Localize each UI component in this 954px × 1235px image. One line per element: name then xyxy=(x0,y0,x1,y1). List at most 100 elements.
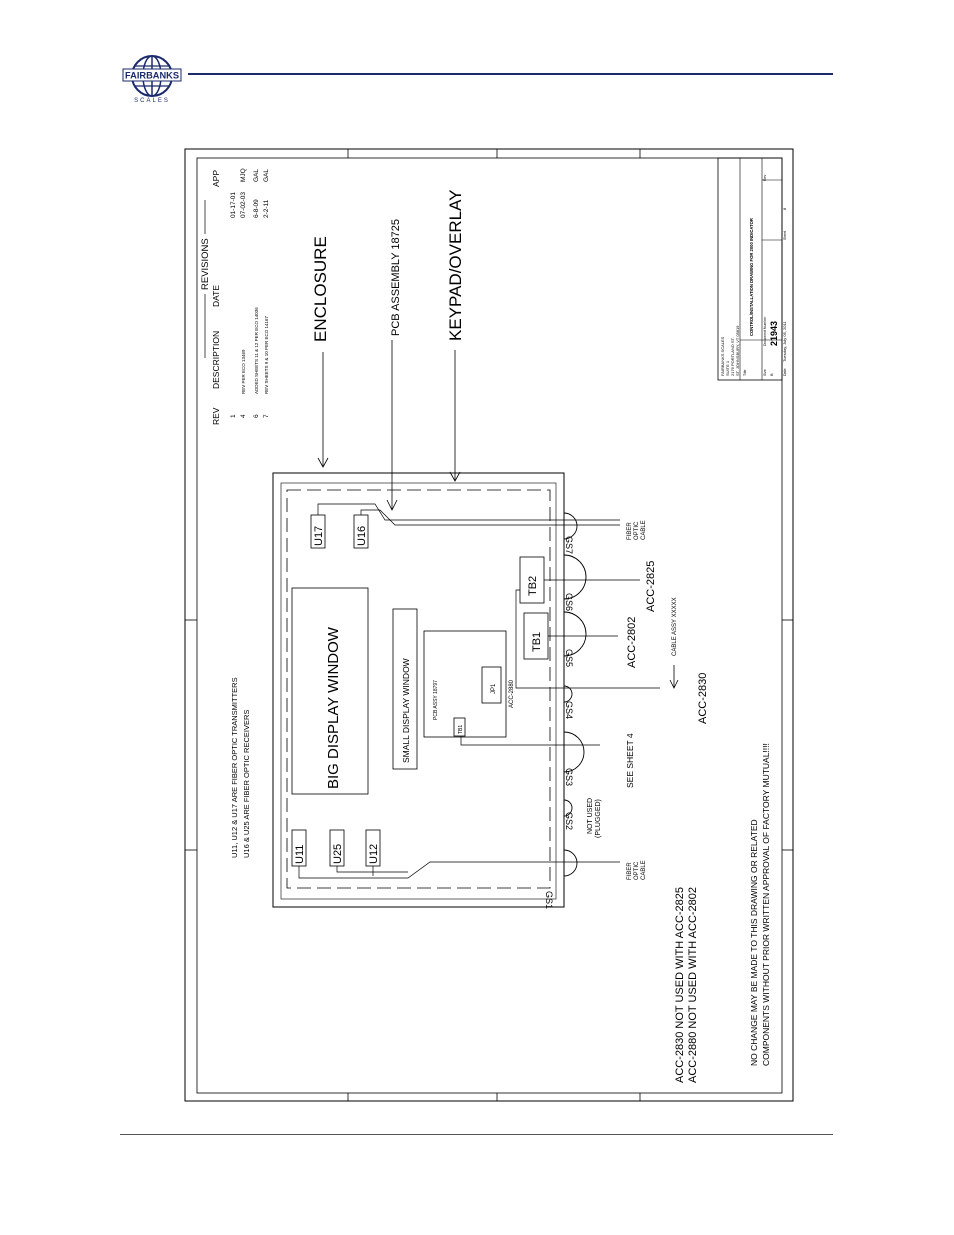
enclosure-outline xyxy=(272,472,565,908)
title-label: Title xyxy=(743,369,747,376)
svg-text:(PLUGGED): (PLUGGED) xyxy=(595,799,602,838)
rev-header: REV xyxy=(211,407,221,425)
app-header: APP xyxy=(211,170,221,187)
revisions-title: REVISIONS xyxy=(200,238,211,290)
sheet-label: Sheet xyxy=(783,231,787,240)
svg-text:GAL: GAL xyxy=(263,169,270,182)
u12-label: U12 xyxy=(368,844,380,864)
revision-row: 4 REV PER ECO 13469 07-02-03 MJQ xyxy=(240,168,247,418)
jp1-jumper xyxy=(481,666,502,704)
header-rule xyxy=(188,73,833,75)
revision-row: 1 01-17-01 xyxy=(230,192,237,418)
acc2880-label: ACC-2880 xyxy=(509,679,515,708)
svg-text:CABLE: CABLE xyxy=(641,520,647,540)
gs1-label: GS1 xyxy=(544,891,554,909)
fiber-optic-cable-label-bottom: FIBER OPTIC CABLE xyxy=(627,860,647,880)
company-line-3: 2176 PORTLAND ST. xyxy=(730,337,735,376)
small-display-window xyxy=(392,608,418,770)
not-used-plugged-label: NOT USED (PLUGGED) xyxy=(587,798,602,838)
cable-assy-label: CABLE ASSY XXXXX xyxy=(672,597,678,656)
size-value: B xyxy=(769,373,774,376)
u17-label: U17 xyxy=(313,526,325,546)
zone-ticks xyxy=(185,149,793,1101)
svg-text:1: 1 xyxy=(230,414,237,418)
date-header: DATE xyxy=(211,285,221,307)
company-line-4: ST. JOHNSBURY, VT 05819 xyxy=(735,325,740,376)
gs3-label: GS3 xyxy=(564,768,574,786)
company-line-1: FAIRBANKS SCALES xyxy=(720,336,725,376)
svg-text:FIBER: FIBER xyxy=(627,862,633,880)
acc2830-label: ACC-2830 xyxy=(697,673,709,724)
small-display-label: SMALL DISPLAY WINDOW xyxy=(401,658,411,763)
document-number: 21943 xyxy=(769,321,779,346)
gs6-label: GS6 xyxy=(564,593,574,611)
date-label: Date: xyxy=(783,368,787,376)
gs2-label: GS2 xyxy=(564,812,574,830)
u11-label: U11 xyxy=(294,845,306,864)
pcb-tb1-terminal xyxy=(453,717,466,737)
svg-text:FIBER: FIBER xyxy=(627,522,633,540)
revisions-block: REVISIONS REV DESCRIPTION DATE APP 1 01-… xyxy=(200,168,270,425)
drawing-outer-border xyxy=(184,148,794,1102)
svg-text:2-2-11: 2-2-11 xyxy=(263,199,270,218)
gs5-label: GS5 xyxy=(564,649,574,667)
tb1-label: TB1 xyxy=(531,632,543,652)
fiber-optic-cable-label-top: FIBER OPTIC CABLE xyxy=(627,520,647,540)
keypad-callout: KEYPAD/OVERLAY xyxy=(446,190,465,341)
no-change-note-2: COMPONENTS WITHOUT PRIOR WRITTEN APPROVA… xyxy=(761,743,771,1066)
date-value: Tuesday, July 05, 2011 xyxy=(782,321,787,362)
svg-text:NOT USED: NOT USED xyxy=(587,798,594,834)
callout-arrows xyxy=(317,340,461,511)
big-display-window xyxy=(291,587,369,795)
drawing-title: CONTROL/INSTALLATION DRAWING FOR 2000 IN… xyxy=(749,218,754,336)
gs4-label: GS4 xyxy=(564,701,574,719)
acc2825-label: ACC-2825 xyxy=(645,561,657,612)
logo-subtext: SCALES xyxy=(134,98,170,104)
pcb-tb1-label: TB1 xyxy=(458,725,464,734)
tb2-label: TB2 xyxy=(527,576,539,596)
svg-text:CABLE: CABLE xyxy=(641,860,647,880)
svg-text:OPTIC: OPTIC xyxy=(634,521,640,540)
acc2830-arrow xyxy=(669,665,679,689)
footer-rule xyxy=(120,1134,833,1135)
company-line-2: SUITE 1 xyxy=(725,360,730,376)
rev-label: Rev xyxy=(763,175,767,181)
pcb-assy-board xyxy=(423,630,507,738)
see-sheet-label: SEE SHEET 4 xyxy=(625,733,635,788)
not-used-note-2: ACC-2880 NOT USED WITH ACC-2802 xyxy=(687,887,699,1083)
u25-label: U25 xyxy=(332,844,344,864)
description-header: DESCRIPTION xyxy=(211,331,221,389)
revision-row: 7 REV SHEETS 9 & 10 PER ECO 14167 2-2-11… xyxy=(263,169,270,418)
pcb-assembly-callout: PCB ASSEMBLY 18725 xyxy=(390,219,402,336)
svg-text:GAL: GAL xyxy=(253,169,260,182)
svg-text:OPTIC: OPTIC xyxy=(634,861,640,880)
logo-wordmark: FAIRBANKS xyxy=(125,71,179,82)
svg-text:ADDED SHEETS 11 & 12 PER ECO 1: ADDED SHEETS 11 & 12 PER ECO 14036 xyxy=(254,307,259,394)
jp1-label: JP1 xyxy=(491,683,497,694)
svg-text:6: 6 xyxy=(253,414,260,418)
not-used-note-1: ACC-2830 NOT USED WITH ACC-2825 xyxy=(674,887,686,1083)
drawing-inner-border xyxy=(196,157,783,1094)
big-display-label: BIG DISPLAY WINDOW xyxy=(325,626,342,789)
svg-text:REV PER ECO 13469: REV PER ECO 13469 xyxy=(241,349,246,394)
size-label: Size xyxy=(763,369,767,376)
fiber-routing xyxy=(298,503,660,879)
control-installation-drawing: FAIRBANKS SCALES SUITE 1 2176 PORTLAND S… xyxy=(184,148,794,1102)
transmitters-note: U11, U12 & U17 ARE FIBER OPTIC TRANSMITT… xyxy=(230,677,239,858)
svg-text:07-02-03: 07-02-03 xyxy=(240,192,247,218)
document-number-label: Document Number xyxy=(763,316,767,346)
pcb-assy-label: PCB ASSY 18797 xyxy=(433,680,439,720)
svg-text:4: 4 xyxy=(240,414,247,418)
enclosure-callout: ENCLOSURE xyxy=(311,236,330,342)
revision-row: 6 ADDED SHEETS 11 & 12 PER ECO 14036 6-8… xyxy=(253,169,260,418)
no-change-note-1: NO CHANGE MAY BE MADE TO THIS DRAWING OR… xyxy=(749,819,759,1066)
svg-text:REV SHEETS 9 & 10 PER ECO 1416: REV SHEETS 9 & 10 PER ECO 14167 xyxy=(264,315,269,394)
svg-text:01-17-01: 01-17-01 xyxy=(230,192,237,218)
sheet-value: 8 xyxy=(782,207,787,210)
u16-label: U16 xyxy=(356,526,368,546)
receivers-note: U16 & U25 ARE FIBER OPTIC RECEIVERS xyxy=(242,710,251,858)
svg-text:7: 7 xyxy=(263,414,270,418)
title-block: FAIRBANKS SCALES SUITE 1 2176 PORTLAND S… xyxy=(717,157,787,381)
svg-text:MJQ: MJQ xyxy=(240,168,247,182)
fairbanks-logo: FAIRBANKS SCALES xyxy=(122,55,182,104)
